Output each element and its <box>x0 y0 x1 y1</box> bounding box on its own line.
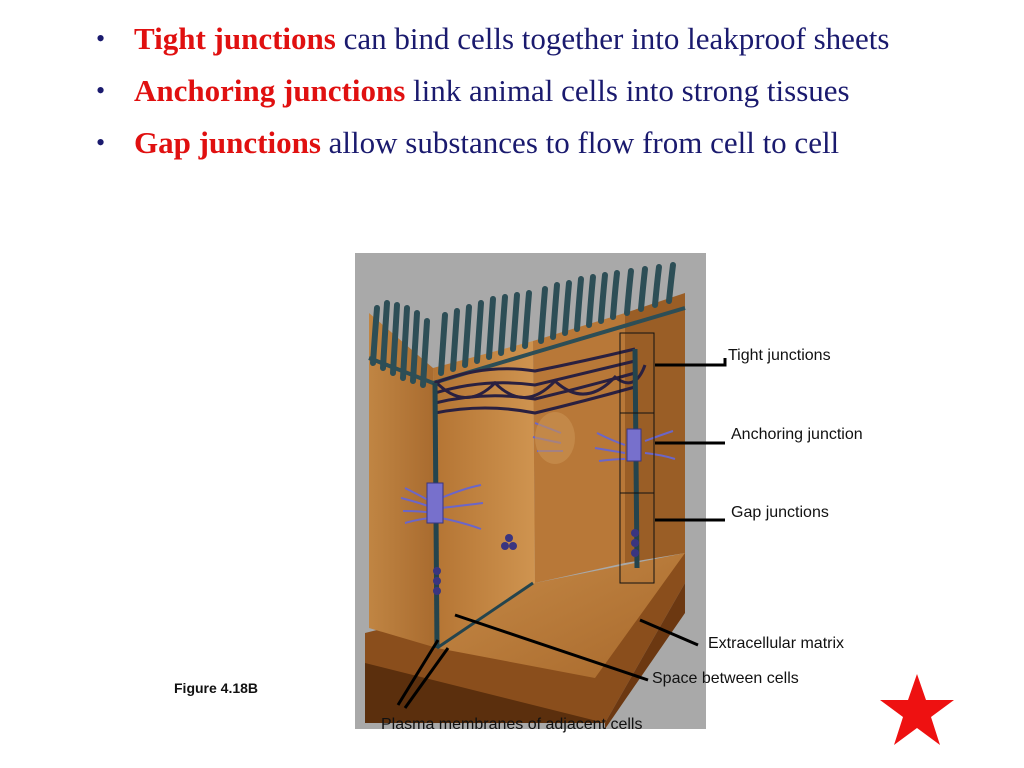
bullet-anchoring-junctions: • Anchoring junctions link animal cells … <box>96 74 996 108</box>
bullet-gap-junctions: • Gap junctions allow substances to flow… <box>96 126 996 160</box>
bullet-dot: • <box>96 24 106 53</box>
bullet-term: Anchoring junctions <box>134 73 406 108</box>
red-star-icon <box>880 674 954 745</box>
bullet-term: Gap junctions <box>134 125 321 160</box>
label-plasma-membranes: Plasma membranes of adjacent cells <box>381 716 643 733</box>
cell-junction-drawing <box>365 262 686 729</box>
bullet-tight-junctions: • Tight junctions can bind cells togethe… <box>96 22 996 56</box>
bullet-list: • Tight junctions can bind cells togethe… <box>96 22 996 178</box>
desmosome-plaque <box>426 482 444 524</box>
figure-caption: Figure 4.18B <box>174 680 259 696</box>
label-gap-junctions: Gap junctions <box>731 504 829 521</box>
bullet-text: link animal cells into strong tissues <box>405 73 850 108</box>
bullet-dot: • <box>96 128 106 157</box>
label-extracellular-matrix: Extracellular matrix <box>708 635 845 652</box>
junction-callout-boxes <box>619 332 655 584</box>
label-tight-junctions: Tight junctions <box>728 347 831 364</box>
bullet-text: can bind cells together into leakproof s… <box>335 21 890 56</box>
label-anchoring-junction: Anchoring junction <box>731 426 863 443</box>
gap-junction-channels <box>433 529 639 595</box>
tight-junction-strands <box>433 347 647 415</box>
cell-back-face <box>433 341 535 648</box>
bullet-text: allow substances to flow from cell to ce… <box>320 125 840 160</box>
bullet-term: Tight junctions <box>134 21 336 56</box>
apical-membrane <box>368 306 686 386</box>
cell-left-face <box>369 313 437 648</box>
cell-junction-illustration <box>355 253 706 729</box>
bullet-dot: • <box>96 76 106 105</box>
label-space-between-cells: Space between cells <box>652 670 799 687</box>
